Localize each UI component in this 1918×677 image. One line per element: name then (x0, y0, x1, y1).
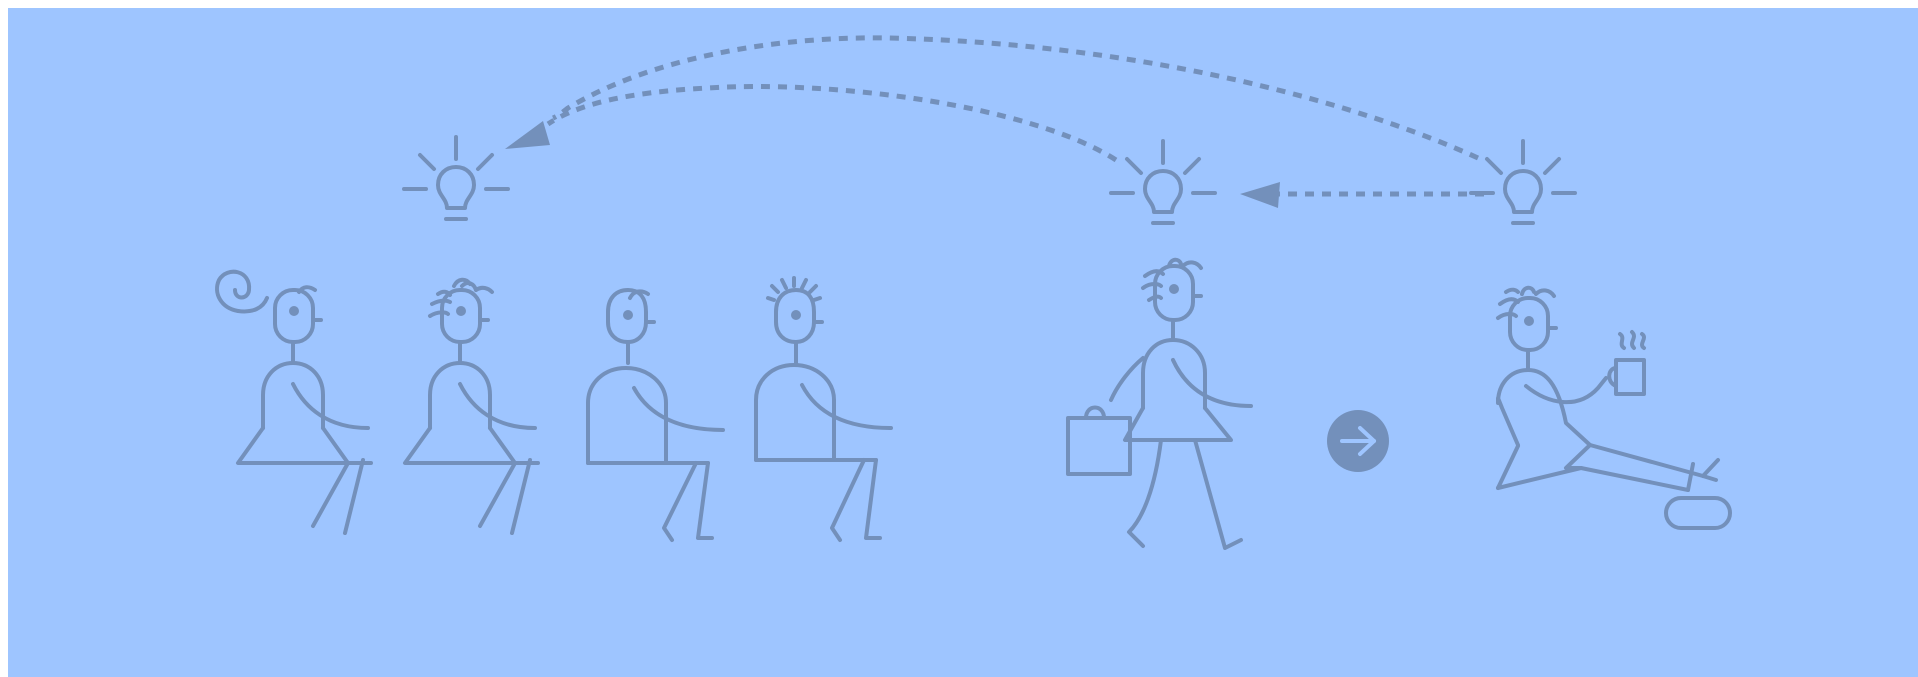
background (8, 8, 1918, 677)
person-icon (1109, 257, 1253, 550)
person-icon (1496, 285, 1732, 530)
lightbulb-icon (1109, 139, 1217, 225)
idea-arrow-center-to-left (546, 84, 1118, 163)
idea-arrow-right-to-left (551, 35, 1480, 161)
lightbulb-icon (1469, 139, 1577, 225)
briefcase-icon (1066, 405, 1132, 476)
person-icon (754, 276, 893, 542)
arrow-right-icon (1327, 410, 1389, 472)
idea-arrow-right-to-center-head (1240, 182, 1280, 208)
coffee-cup-icon (1607, 330, 1646, 396)
person-icon (586, 288, 725, 542)
illustration-panel (8, 8, 1918, 677)
line-art (215, 35, 1732, 550)
idea-sharing-illustration (8, 8, 1918, 677)
idea-arrow-to-left-head (505, 121, 550, 149)
lightbulb-icon (402, 135, 510, 221)
person-icon (403, 277, 540, 535)
person-icon (215, 269, 373, 535)
